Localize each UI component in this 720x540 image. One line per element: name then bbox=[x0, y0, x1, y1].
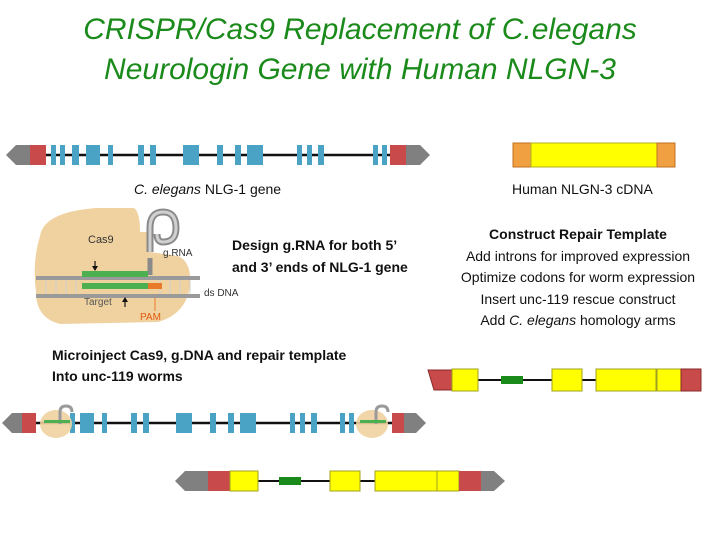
repair-step-4: Add C. elegans homology arms bbox=[480, 312, 676, 328]
homology-block-left bbox=[30, 145, 46, 165]
gene-end-left bbox=[6, 145, 30, 165]
repair-template bbox=[427, 368, 702, 392]
pam-site bbox=[148, 283, 162, 289]
microinject-text: Microinject Cas9, g.DNA and repair templ… bbox=[52, 345, 346, 387]
elegans-nlg1-gene bbox=[6, 145, 430, 165]
elegans-gene-caption: C. elegans NLG-1 gene bbox=[134, 181, 281, 197]
target-strand bbox=[82, 283, 148, 289]
human-cdna-caption: Human NLGN-3 cDNA bbox=[512, 181, 653, 197]
grna-spacer bbox=[82, 271, 148, 277]
exon-blocks bbox=[51, 145, 387, 165]
title-line-2: Neurologin Gene with Human NLGN-3 bbox=[104, 53, 616, 86]
repair-template-text: Construct Repair Template Add introns fo… bbox=[428, 224, 720, 332]
unc119-rescue-block bbox=[501, 376, 523, 384]
cas9-cut-site-left bbox=[40, 404, 74, 438]
elegans-gene-caption-rest: NLG-1 gene bbox=[200, 181, 282, 197]
cas9-label: Cas9 bbox=[88, 234, 114, 246]
homology-block-right bbox=[390, 145, 406, 165]
microinject-line-2: Into unc-119 worms bbox=[52, 368, 183, 384]
design-grna-line-1: Design g.RNA for both 5’ bbox=[232, 237, 398, 253]
grna-loop bbox=[146, 208, 180, 252]
design-grna-line-2: and 3’ ends of NLG-1 gene bbox=[232, 259, 408, 275]
target-label: Target bbox=[84, 297, 112, 308]
cas9-grna-illustration bbox=[34, 208, 200, 324]
grna-label: g.RNA bbox=[163, 248, 193, 259]
dsdna-label: ds DNA bbox=[204, 288, 239, 299]
elegans-gene-caption-italic: C. elegans bbox=[134, 181, 201, 197]
repair-step-2: Optimize codons for worm expression bbox=[460, 269, 696, 285]
pam-label: PAM bbox=[140, 312, 161, 323]
repair-step-3: Insert unc-119 rescue construct bbox=[480, 290, 676, 307]
title-line-1: CRISPR/Cas9 Replacement of C.elegans bbox=[83, 13, 637, 46]
repair-heading: Construct Repair Template bbox=[489, 226, 667, 242]
replaced-gene bbox=[175, 470, 505, 492]
gene-end-right bbox=[406, 145, 430, 165]
cas9-protein-shape bbox=[34, 208, 191, 324]
repair-step-1: Add introns for improved expression bbox=[465, 247, 691, 264]
page-title: CRISPR/Cas9 Replacement of C.elegans Neu… bbox=[0, 10, 720, 90]
cas9-cut-site-right bbox=[356, 404, 390, 438]
targeted-gene bbox=[2, 404, 426, 438]
microinject-line-1: Microinject Cas9, g.DNA and repair templ… bbox=[52, 347, 347, 363]
human-nlgn3-cdna bbox=[512, 142, 676, 168]
